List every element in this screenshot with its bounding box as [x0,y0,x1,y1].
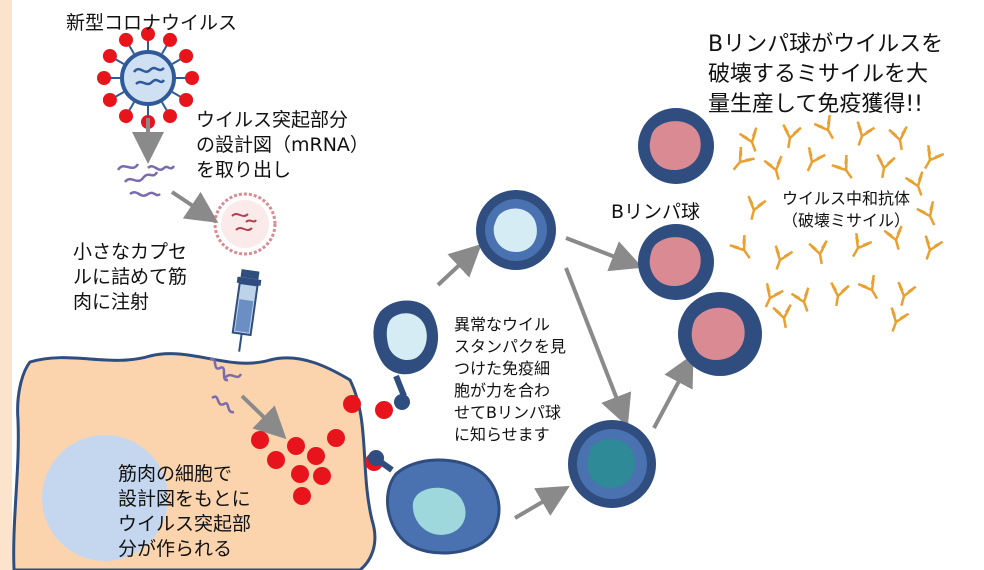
antibody-icon [890,307,910,332]
antibody-icon [857,274,879,300]
antibody-icon [876,153,896,179]
b-cell-3 [678,292,762,376]
antibody-icon [904,171,924,196]
antibody-icon [924,235,944,260]
syringe-icon [231,269,262,352]
antibody-icon [782,123,802,149]
label-muscle-cell: 筋肉の細胞で 設計図をもとに ウイルス突起部 分が作られる [118,463,252,560]
label-b-cell: Bリンパ球 [611,201,701,223]
antibody-icon [888,125,908,151]
antibody-icon [856,121,876,146]
label-capsule: 小さなカプセ ルに詰めて筋 肉に注射 [73,241,188,313]
b-cell-2 [638,224,714,300]
antibody-icon [813,114,835,140]
antibody-icon [851,232,873,258]
antibody-icon [729,234,751,259]
antibody-icon [772,303,792,329]
antibody-icon [774,245,794,270]
antibody-icon [747,195,767,220]
label-missile: Bリンパ球がウイルスを 破壊するミサイルを大 量生産して免疫獲得!! [708,32,944,117]
antibody-icon [883,225,903,250]
antibody-icon [790,287,810,312]
antibody-icon [916,200,936,226]
antibody-icon [732,147,755,171]
antibody-icon [808,239,828,265]
lipid-capsule-icon [213,192,277,256]
mrna-icon [116,163,243,414]
label-virus: 新型コロナウイルス [66,12,238,34]
antibody-icon [831,154,853,179]
b-cell-1 [638,108,714,184]
antibody-icon [763,155,783,180]
antibody-icon [806,146,826,172]
label-antibody: ウイルス中和抗体 （破壊ミサイル） [781,189,910,230]
immune-cell-bottom [368,450,501,555]
helper-cell [476,190,556,270]
antibody-icon [923,144,945,170]
virus-icon [97,27,199,129]
spike-proteins [251,395,393,505]
antibody-icon [764,282,784,308]
nucleus [42,435,168,561]
immune-cell-top [373,300,439,410]
label-mrna: ウイルス突起部分 の設計図（mRNA） を取り出し [196,109,369,181]
arrows [132,118,694,520]
label-immune-signal: 異常なウイル スタンパクを見 つけた免疫細 胞が力を合わ せてBリンパ球 に知ら… [454,315,567,444]
antibody-icon [897,281,917,306]
activated-cell [568,420,656,508]
antibody-icon [830,281,850,307]
antibody-icon [738,127,758,152]
antibodies [729,114,945,332]
left-margin-strip [0,0,12,570]
